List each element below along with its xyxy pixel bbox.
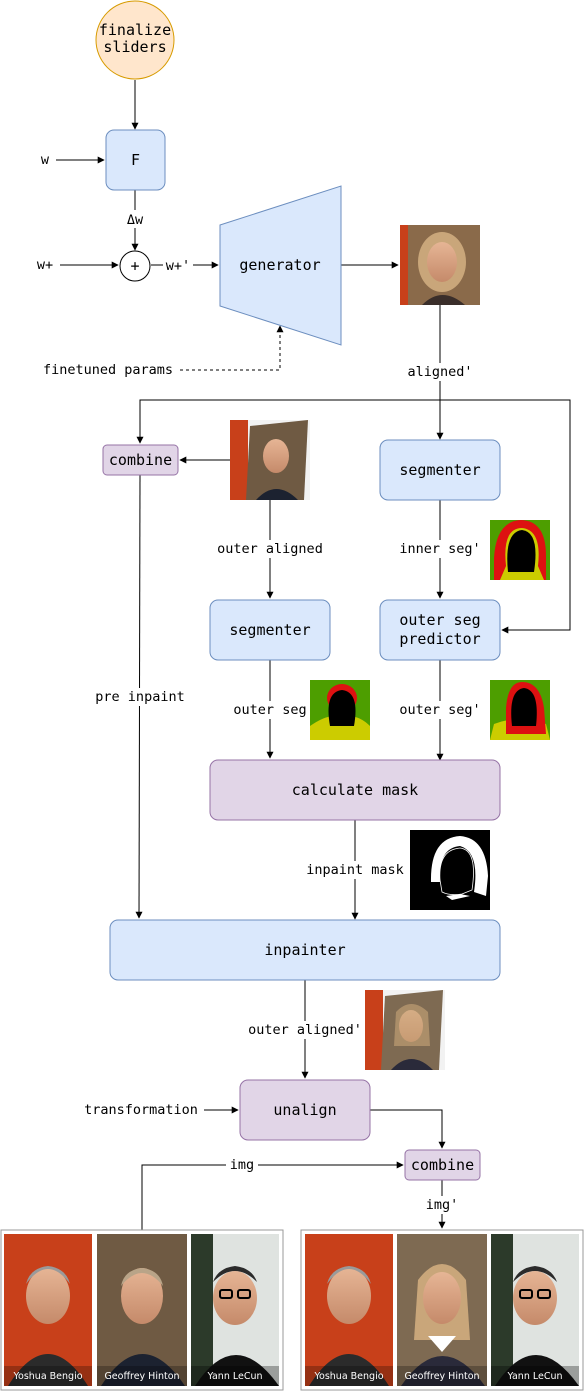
svg-text:calculate mask: calculate mask — [292, 781, 418, 799]
svg-text:F: F — [131, 151, 140, 169]
f-node[interactable]: F — [105, 129, 166, 191]
output-photo-strip: Yoshua Bengio Geoffrey Hinton Yann LeCun — [300, 1229, 584, 1391]
output-photo-2: Geoffrey Hinton — [397, 1234, 487, 1386]
combine-bottom-node[interactable]: combine — [404, 1149, 481, 1181]
svg-text:+: + — [130, 257, 139, 275]
photo-caption: Geoffrey Hinton — [404, 1371, 479, 1382]
inpaint-mask-image — [410, 830, 490, 910]
svg-text:unalign: unalign — [273, 1101, 336, 1119]
input-photo-1: Yoshua Bengio — [4, 1234, 92, 1386]
segmenter-outer-node[interactable]: segmenter — [209, 599, 331, 661]
svg-text:combine: combine — [411, 1156, 474, 1174]
inner-seg-prime-label: inner seg' — [399, 541, 480, 557]
svg-text:outer seg: outer seg — [399, 611, 480, 629]
svg-text:generator: generator — [239, 256, 320, 274]
svg-text:combine: combine — [109, 451, 172, 469]
outer-seg-prime-image — [490, 680, 550, 740]
inpainter-node[interactable]: inpainter — [109, 919, 501, 981]
generator-node[interactable]: generator — [219, 185, 342, 346]
output-photo-1: Yoshua Bengio — [305, 1234, 393, 1386]
aligned-prime-label: aligned' — [407, 364, 472, 380]
inner-seg-image — [490, 520, 550, 580]
outer-aligned-photo — [230, 420, 310, 500]
photo-caption: Yann LeCun — [206, 1371, 262, 1382]
unalign-node[interactable]: unalign — [239, 1079, 371, 1141]
input-photo-3: Yann LeCun — [191, 1234, 279, 1386]
svg-text:inpainter: inpainter — [264, 941, 345, 959]
svg-text:sliders: sliders — [103, 38, 166, 56]
output-photo-3: Yann LeCun — [491, 1234, 579, 1386]
input-wplus-label: w+ — [37, 257, 53, 273]
edge-params-to-generator — [180, 325, 284, 371]
w-plus-prime-label: w+' — [166, 258, 190, 274]
photo-caption: Yoshua Bengio — [12, 1371, 82, 1382]
svg-text:segmenter: segmenter — [399, 461, 480, 479]
inpaint-mask-label: inpaint mask — [306, 862, 404, 878]
outer-aligned-prime-photo — [365, 990, 445, 1070]
edge-aligned-to-combine — [136, 399, 440, 444]
aligned-face-image — [400, 225, 480, 305]
plus-node[interactable]: + — [119, 250, 151, 282]
svg-text:segmenter: segmenter — [229, 621, 310, 639]
outer-aligned-prime-label: outer aligned' — [248, 1022, 362, 1038]
img-label: img — [230, 1157, 254, 1173]
outer-seg-image — [310, 680, 370, 740]
pre-inpaint-label: pre inpaint — [95, 689, 184, 705]
input-photo-2: Geoffrey Hinton — [97, 1234, 187, 1386]
input-finetuned-params-label: finetuned params — [43, 362, 173, 378]
outer-seg-predictor-node[interactable]: outer seg predictor — [379, 599, 501, 661]
edge-unalign-to-combine — [370, 1109, 446, 1149]
delta-w-label: Δw — [127, 212, 144, 228]
photo-caption: Yann LeCun — [506, 1371, 562, 1382]
finalize-sliders-node[interactable]: finalize sliders — [95, 0, 175, 80]
input-w-label: w — [41, 152, 50, 168]
svg-text:finalize: finalize — [99, 21, 171, 39]
input-photo-strip: Yoshua Bengio Geoffrey Hinton Yann LeCun — [0, 1229, 284, 1391]
edge-img — [141, 1161, 404, 1230]
svg-text:predictor: predictor — [399, 630, 480, 648]
edge-aligned-to-predictor — [440, 399, 571, 634]
outer-seg-prime-label: outer seg' — [399, 702, 480, 718]
photo-caption: Yoshua Bengio — [313, 1371, 383, 1382]
calculate-mask-node[interactable]: calculate mask — [209, 759, 501, 821]
combine-top-node[interactable]: combine — [102, 444, 179, 476]
input-transformation-label: transformation — [84, 1102, 198, 1118]
photo-caption: Geoffrey Hinton — [104, 1371, 179, 1382]
img-prime-label: img' — [426, 1197, 459, 1213]
outer-aligned-label: outer aligned — [217, 541, 323, 557]
segmenter-inner-node[interactable]: segmenter — [379, 439, 501, 501]
outer-seg-label: outer seg — [233, 702, 306, 718]
